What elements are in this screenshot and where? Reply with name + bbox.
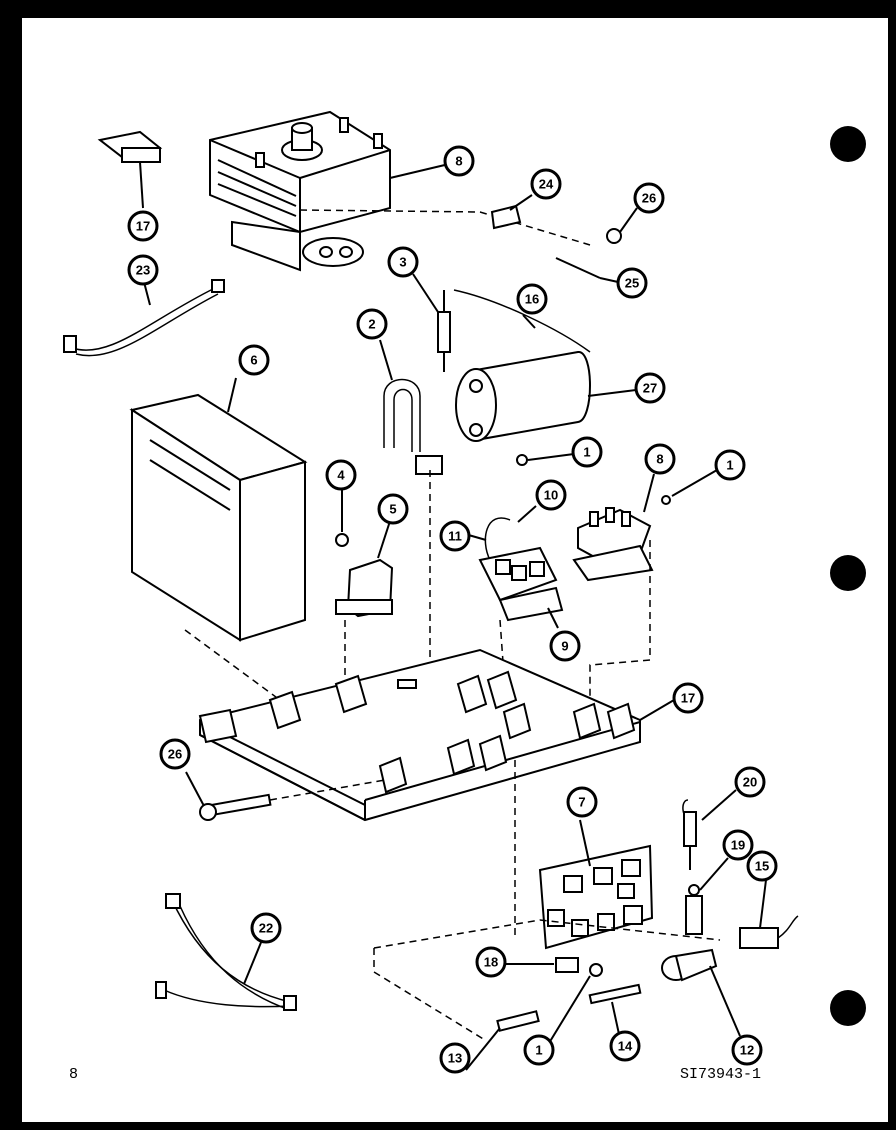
callout-6: 6 bbox=[238, 344, 270, 376]
part-relay-8 bbox=[572, 469, 718, 582]
callout-11-label: 11 bbox=[448, 529, 462, 544]
callout-16-label: 16 bbox=[525, 292, 539, 307]
callout-1-capacitor-label: 1 bbox=[583, 445, 590, 460]
callout-1-bottom: 1 bbox=[523, 1034, 555, 1066]
callout-17-label: 17 bbox=[681, 691, 695, 706]
callout-5: 5 bbox=[377, 493, 409, 525]
callout-11: 11 bbox=[439, 520, 471, 552]
part-connector-21 bbox=[97, 130, 163, 209]
callout-24: 24 bbox=[530, 168, 562, 200]
part-magnetron-8 bbox=[209, 110, 450, 272]
callout-9: 9 bbox=[549, 630, 581, 662]
part-capacitor-group bbox=[379, 273, 637, 475]
part-circuit-board-7 bbox=[538, 819, 654, 950]
part-wire-lead-23 bbox=[63, 279, 225, 357]
part-transformer-6 bbox=[129, 377, 308, 642]
callout-3: 3 bbox=[387, 246, 419, 278]
callout-12: 12 bbox=[731, 1034, 763, 1066]
callout-8-magnetron-label: 8 bbox=[455, 154, 462, 169]
callout-2-label: 2 bbox=[368, 317, 375, 332]
binder-hole-bottom bbox=[830, 990, 866, 1026]
callout-24-label: 24 bbox=[539, 177, 554, 192]
binder-hole-middle bbox=[830, 555, 866, 591]
callout-bubbles: 17 8 24 26 25 3 23 16 2 6 27 1 8 1 4 10 … bbox=[127, 145, 778, 1074]
part-switch-group bbox=[335, 486, 394, 618]
callout-26-bottom: 26 bbox=[159, 738, 191, 770]
callout-1-relay: 1 bbox=[714, 449, 746, 481]
part-lower-small-group bbox=[465, 948, 741, 1071]
callout-23: 23 bbox=[127, 254, 159, 286]
callout-9-label: 9 bbox=[561, 639, 568, 654]
callout-10: 10 bbox=[535, 479, 567, 511]
callout-26-top: 26 bbox=[633, 182, 665, 214]
callout-19-label: 19 bbox=[731, 838, 745, 853]
callout-27: 27 bbox=[634, 372, 666, 404]
guide-screw bbox=[269, 779, 386, 801]
callout-6-label: 6 bbox=[250, 353, 257, 368]
callout-16: 16 bbox=[516, 283, 548, 315]
callout-18: 18 bbox=[475, 946, 507, 978]
callout-5-label: 5 bbox=[389, 502, 396, 517]
callout-1-relay-label: 1 bbox=[726, 458, 733, 473]
binder-hole-top bbox=[830, 126, 866, 162]
callout-15-label: 15 bbox=[755, 859, 769, 874]
guide-floor-outline bbox=[373, 948, 486, 1041]
callout-1-bottom-label: 1 bbox=[535, 1043, 542, 1058]
callout-17: 17 bbox=[672, 682, 704, 714]
part-wire-harness-22 bbox=[155, 893, 297, 1011]
callout-20-label: 20 bbox=[743, 775, 757, 790]
callout-21: 17 bbox=[127, 210, 159, 242]
callout-14: 14 bbox=[609, 1030, 641, 1062]
guide-relay bbox=[589, 540, 651, 700]
callout-13: 13 bbox=[439, 1042, 471, 1074]
callout-4-label: 4 bbox=[337, 468, 345, 483]
callout-26-bottom-label: 26 bbox=[168, 747, 182, 762]
callout-21-label: 17 bbox=[136, 219, 150, 234]
callout-25-label: 25 bbox=[625, 276, 639, 291]
part-bracket-group bbox=[457, 505, 564, 629]
callout-12-label: 12 bbox=[740, 1043, 754, 1058]
callout-2: 2 bbox=[356, 308, 388, 340]
callout-13-label: 13 bbox=[448, 1051, 462, 1066]
part-base-plate-17 bbox=[198, 648, 675, 822]
callout-8-magnetron: 8 bbox=[443, 145, 475, 177]
callout-7-label: 7 bbox=[578, 795, 585, 810]
part-screw-26 bbox=[185, 771, 272, 821]
guide-transformer bbox=[184, 629, 281, 701]
guide-circuit-board bbox=[373, 919, 721, 949]
callout-14-label: 14 bbox=[618, 1039, 633, 1054]
callout-15: 15 bbox=[746, 850, 778, 882]
callout-1-capacitor: 1 bbox=[571, 436, 603, 468]
callout-4: 4 bbox=[325, 459, 357, 491]
page-number: 8 bbox=[69, 1066, 79, 1083]
part-thermal-group bbox=[490, 194, 638, 283]
part-fuse-group bbox=[682, 789, 799, 949]
callout-19: 19 bbox=[722, 829, 754, 861]
callout-23-label: 23 bbox=[136, 263, 150, 278]
callout-26-top-label: 26 bbox=[642, 191, 656, 206]
callout-3-label: 3 bbox=[399, 255, 406, 270]
drawing-id: SI73943-1 bbox=[680, 1066, 762, 1083]
callout-18-label: 18 bbox=[484, 955, 498, 970]
callout-27-label: 27 bbox=[643, 381, 657, 396]
guide-magnetron bbox=[299, 209, 591, 246]
callout-20: 20 bbox=[734, 766, 766, 798]
callout-8-relay-label: 8 bbox=[656, 452, 663, 467]
callout-22: 22 bbox=[250, 912, 282, 944]
callout-7: 7 bbox=[566, 786, 598, 818]
callout-25: 25 bbox=[616, 267, 648, 299]
callout-22-label: 22 bbox=[259, 921, 273, 936]
callout-10-label: 10 bbox=[544, 488, 558, 503]
callout-8-relay: 8 bbox=[644, 443, 676, 475]
